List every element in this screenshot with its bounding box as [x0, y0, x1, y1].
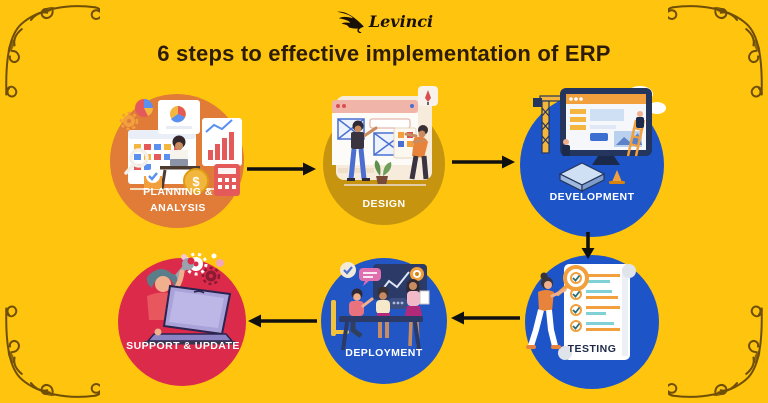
wrench-icon: [171, 257, 195, 283]
designer-person-right: [404, 125, 429, 180]
step-testing: TESTING: [518, 248, 666, 398]
corner-ornament-bottom-right: [668, 305, 763, 398]
brand-name: Levinci: [368, 11, 434, 31]
step-label: DEPLOYMENT: [345, 347, 423, 359]
magnifier-icon: [124, 148, 149, 175]
checkbox-icon: [144, 169, 162, 189]
svg-text:$: $: [192, 174, 200, 189]
plant-icon: [374, 160, 392, 185]
chat-icon: [389, 298, 407, 309]
traffic-cone-icon: [609, 170, 625, 184]
seated-person-left: [349, 288, 374, 338]
step-planning-analysis: $ PLANNING & ANALYSIS: [108, 88, 248, 236]
step-development: DEVELOPMENT: [516, 78, 668, 242]
page-title: 6 steps to effective implementation of E…: [157, 41, 611, 66]
check-item: [570, 304, 620, 316]
planning-analysis-illustration: $: [119, 99, 242, 196]
check-item: [570, 320, 620, 332]
calculator-icon: [214, 164, 240, 196]
arrow-testing-to-deployment: [451, 311, 520, 325]
tester-person: [526, 272, 567, 349]
check-item: [570, 272, 620, 284]
dot-decoration: [216, 259, 224, 267]
laptop-icon: [144, 284, 236, 345]
meeting-table: [339, 316, 423, 351]
arrow-planning-to-design: [247, 162, 316, 176]
step-support-update: SUPPORT & UPDATE: [114, 250, 252, 392]
dollar-coin-icon: $: [183, 168, 209, 194]
deployment-illustration: [331, 262, 430, 351]
seated-person-middle: [376, 286, 390, 338]
gear-icon: [119, 111, 139, 131]
isometric-platform: [558, 162, 606, 192]
pen-tool-icon: [418, 86, 438, 106]
step-deployment: DEPLOYMENT: [317, 252, 451, 392]
dot-decoration: [211, 253, 217, 259]
step-label: DEVELOPMENT: [549, 191, 635, 203]
pie-chart-icon: [135, 99, 153, 117]
support-update-illustration: [144, 252, 236, 345]
development-illustration: [533, 86, 666, 192]
step-label: SUPPORT & UPDATE: [126, 340, 240, 352]
worker-person: [562, 111, 644, 156]
step-label: DESIGN: [362, 198, 406, 210]
brand-logo: Levinci: [0, 9, 768, 33]
gear-icon: [201, 266, 221, 286]
dot-decoration: [181, 254, 187, 260]
arrow-design-to-development: [452, 155, 515, 169]
donut-chart-card: [158, 100, 200, 134]
arrow-deployment-to-support: [248, 314, 317, 328]
speech-bubble-icon: [359, 268, 381, 286]
design-illustration: [332, 86, 438, 186]
corner-ornament-bottom-left: [5, 305, 100, 398]
testing-illustration: [526, 264, 636, 360]
step-label: TESTING: [567, 343, 617, 355]
step-label: PLANNING & ANALYSIS: [143, 186, 213, 214]
bar-chart-icon: [202, 118, 242, 166]
wing-icon: [336, 11, 364, 33]
arrow-development-to-testing: [581, 232, 595, 259]
step-design: DESIGN: [318, 84, 450, 232]
designer-person-left: [347, 120, 378, 181]
check-circle-icon: [340, 262, 356, 278]
